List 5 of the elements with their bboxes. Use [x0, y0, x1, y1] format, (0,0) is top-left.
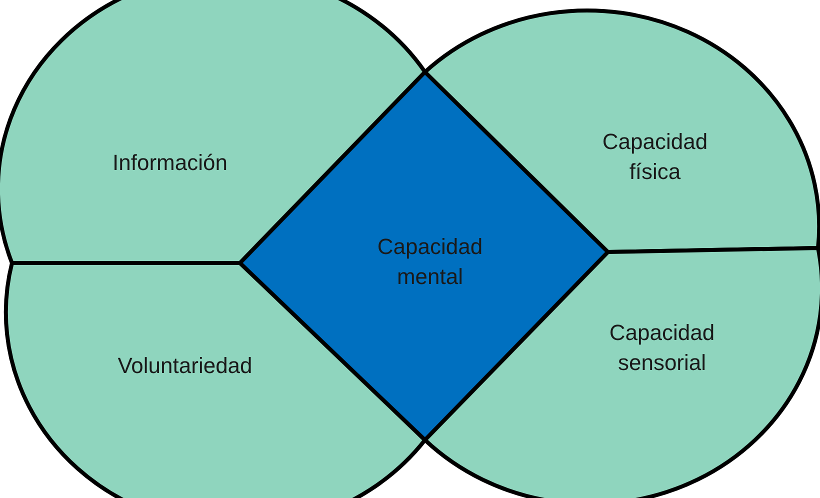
region-label: Capacidad sensorial: [608, 319, 716, 377]
region-label: Información: [112, 149, 228, 177]
region-label: Capacidad mental: [376, 233, 484, 291]
region-label: Capacidad física: [601, 128, 709, 186]
region-label: Voluntariedad: [116, 352, 254, 380]
